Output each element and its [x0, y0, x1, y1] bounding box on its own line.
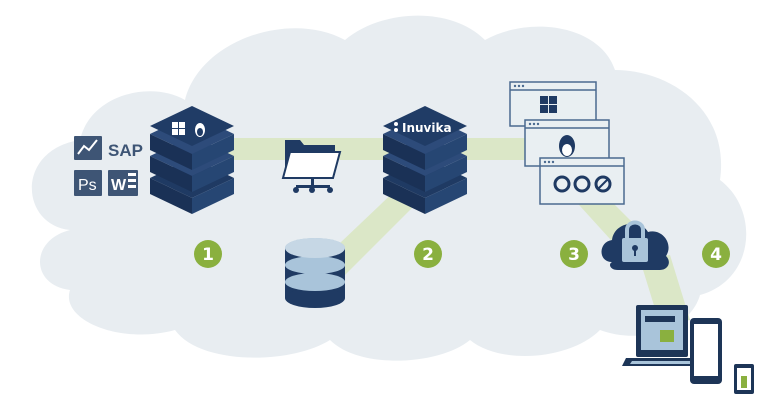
svg-text:1: 1: [202, 245, 214, 265]
word-label: W: [111, 177, 127, 194]
windows-linux-server-icon: [150, 106, 234, 214]
brand-name: Inuvika: [402, 121, 452, 135]
sap-label: SAP: [108, 141, 143, 160]
windows-icon: [172, 122, 178, 128]
phone-icon: [734, 364, 754, 394]
word-icon: [108, 170, 138, 196]
laptop-icon: [622, 305, 700, 366]
connector-server-apps: [455, 138, 535, 160]
step-badge-1: 1: [194, 240, 222, 268]
svg-text:3: 3: [568, 245, 580, 265]
browser-app-window: [539, 157, 625, 205]
ps-label: Ps: [78, 177, 97, 194]
tablet-icon: [690, 318, 722, 384]
step-badges: 1 2 3 4: [194, 240, 730, 268]
safari-icon: [594, 175, 612, 193]
svg-text:2: 2: [422, 245, 434, 265]
svg-text:4: 4: [710, 245, 722, 265]
photoshop-icon: [74, 170, 102, 196]
devices-group: [622, 305, 754, 394]
step-badge-4: 4: [702, 240, 730, 268]
app-icons-group: SAP Ps W: [74, 136, 143, 196]
chrome-icon: [553, 175, 571, 193]
database-icon: [285, 238, 345, 308]
step-badge-2: 2: [414, 240, 442, 268]
cloud-lock-icon: [601, 220, 669, 270]
inuvika-server-icon: Inuvika: [383, 106, 467, 214]
windows-app-window: [509, 81, 597, 127]
firefox-icon: [573, 175, 591, 193]
step-badge-3: 3: [560, 240, 588, 268]
network-folder-icon: [281, 140, 342, 193]
app-windows: [509, 81, 625, 205]
